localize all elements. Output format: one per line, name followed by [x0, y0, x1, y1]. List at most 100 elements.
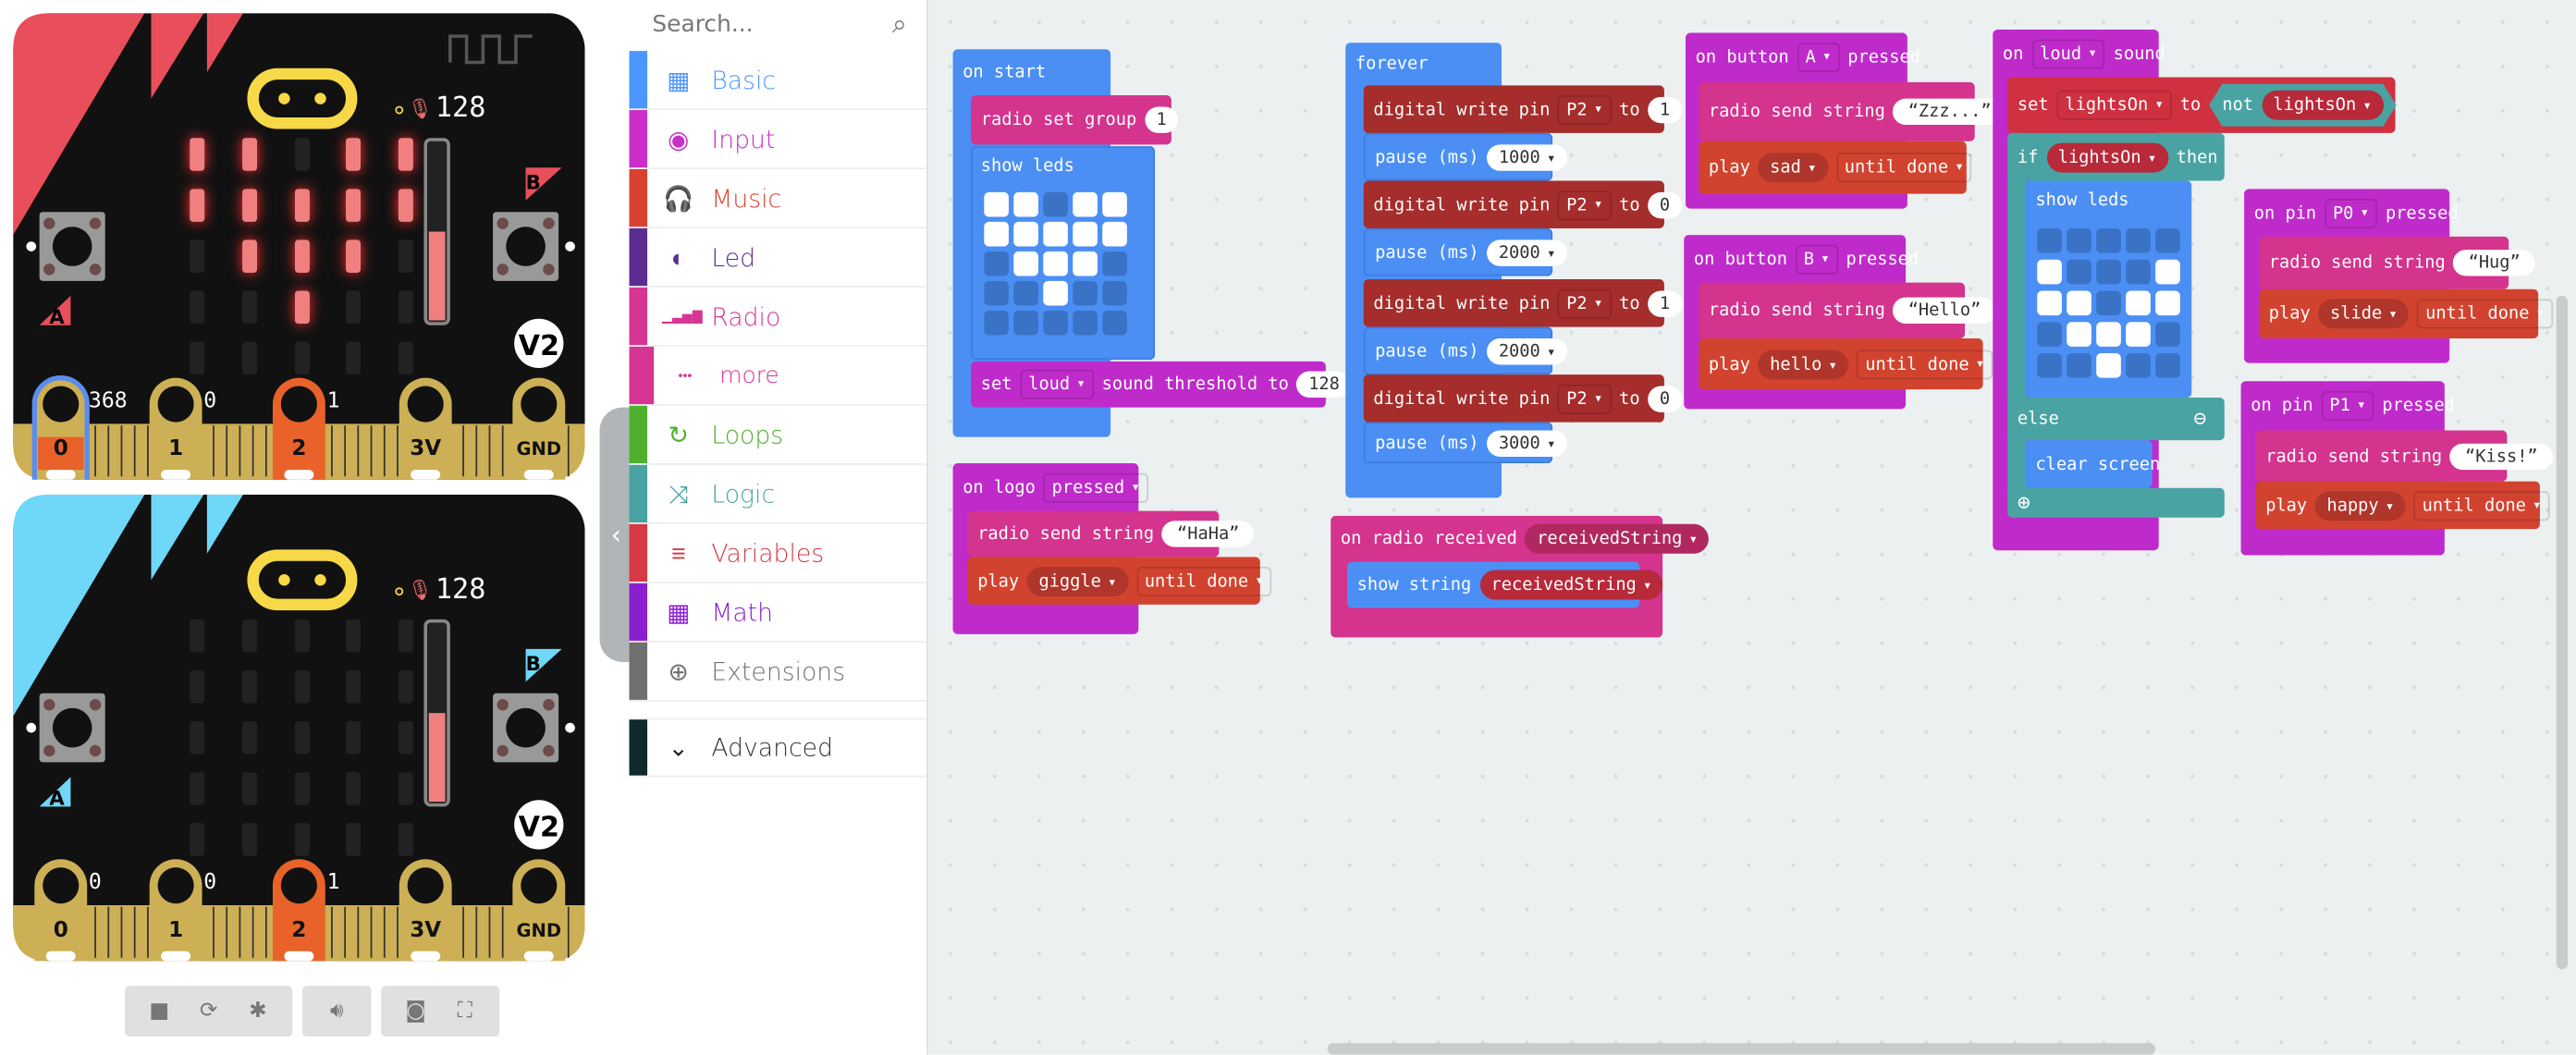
play-sound-block[interactable]: playhellountil done — [1699, 338, 1993, 390]
logo-touch[interactable] — [247, 67, 358, 129]
led-toggle[interactable] — [2155, 353, 2180, 378]
horizontal-scrollbar[interactable] — [1327, 1043, 2156, 1055]
pin-1[interactable]: 1 — [149, 859, 202, 962]
category-advanced[interactable]: ⌄ Advanced — [629, 718, 927, 778]
pause-dropdown[interactable]: 2000 — [1487, 239, 1567, 265]
pin-0[interactable]: 0 — [31, 375, 90, 480]
string-input[interactable]: “Hello” — [1893, 297, 1996, 325]
led-toggle[interactable] — [2067, 322, 2091, 347]
restart-icon[interactable]: ⟳ — [199, 999, 218, 1024]
led-toggle[interactable] — [2037, 353, 2062, 378]
led-toggle[interactable] — [984, 280, 1009, 306]
pause-block[interactable]: pause (ms)2000 — [1363, 227, 1567, 276]
digital-write-pin-block[interactable]: digital write pinP2to1 — [1363, 85, 1682, 133]
sound-dropdown[interactable]: sad — [1758, 153, 1829, 183]
pin-3v[interactable]: 3V — [399, 859, 452, 962]
led-toggle[interactable] — [1043, 310, 1068, 336]
led-toggle[interactable] — [1043, 221, 1068, 247]
logo-event-dropdown[interactable]: pressed — [1043, 472, 1148, 502]
led-toggle[interactable] — [2126, 259, 2151, 285]
category-math[interactable]: ▦Math — [629, 583, 927, 643]
led-toggle[interactable] — [1043, 280, 1068, 306]
led-toggle[interactable] — [1043, 191, 1068, 217]
radio-send-string-block[interactable]: radio send string“Hug” — [2259, 236, 2535, 289]
variable-dropdown[interactable]: lightsOn — [2262, 91, 2383, 120]
led-toggle[interactable] — [2096, 353, 2121, 378]
category-variables[interactable]: ≡Variables — [629, 523, 927, 583]
sound-event-dropdown[interactable]: loud — [2031, 38, 2105, 68]
fullscreen-icon[interactable]: ⛶ — [457, 999, 472, 1024]
threshold-input[interactable]: 128 — [1296, 371, 1352, 398]
led-toggle[interactable] — [984, 191, 1009, 217]
button-b[interactable] — [493, 212, 559, 281]
pause-block[interactable]: pause (ms)3000 — [1363, 422, 1567, 464]
category-extensions[interactable]: ⊕Extensions — [629, 642, 927, 702]
led-toggle[interactable] — [1102, 280, 1127, 306]
digital-write-pin-block[interactable]: digital write pinP2to1 — [1363, 279, 1682, 327]
led-toggle[interactable] — [2037, 227, 2062, 253]
pin-dropdown[interactable]: P2 — [1558, 94, 1612, 125]
led-toggle[interactable] — [2155, 259, 2180, 285]
pin-2[interactable]: 2 — [272, 859, 325, 962]
led-toggle[interactable] — [1073, 251, 1098, 276]
string-input[interactable]: “HaHa” — [1162, 521, 1255, 547]
pin-0[interactable]: 0 — [34, 859, 88, 962]
led-toggle[interactable] — [1013, 221, 1038, 247]
led-toggle[interactable] — [2126, 353, 2151, 378]
value-input[interactable]: 1 — [1648, 289, 1682, 317]
pin-dropdown[interactable]: P1 — [2321, 390, 2374, 421]
led-toggle[interactable] — [2096, 259, 2121, 285]
led-toggle[interactable] — [2096, 290, 2121, 316]
button-dropdown[interactable]: A — [1797, 43, 1840, 73]
sound-dropdown[interactable]: giggle — [1027, 566, 1129, 596]
led-toggle[interactable] — [984, 221, 1009, 247]
pin-dropdown[interactable]: P2 — [1558, 190, 1612, 220]
pin-dropdown[interactable]: P0 — [2325, 198, 2378, 228]
led-toggle[interactable] — [1102, 251, 1127, 276]
led-toggle[interactable] — [2067, 259, 2091, 285]
pin-gnd[interactable]: GND — [512, 377, 566, 480]
led-toggle[interactable] — [2096, 322, 2121, 347]
led-toggle[interactable] — [2037, 290, 2062, 316]
pin-dropdown[interactable]: P2 — [1558, 383, 1612, 413]
set-variable-block[interactable]: setlightsOntonotlightsOn — [2007, 77, 2396, 133]
search-input[interactable]: Search... ⌕ — [630, 0, 927, 49]
mode-dropdown[interactable]: until done — [1835, 153, 1972, 183]
led-toggle[interactable] — [1102, 221, 1127, 247]
vertical-scrollbar[interactable] — [2556, 295, 2569, 970]
led-toggle[interactable] — [1013, 251, 1038, 276]
group-input[interactable]: 1 — [1145, 106, 1179, 133]
led-toggle[interactable] — [2096, 227, 2121, 253]
button-b[interactable] — [493, 693, 559, 763]
category-logic[interactable]: ⤨Logic — [629, 464, 927, 524]
led-toggle[interactable] — [2155, 322, 2180, 347]
pause-dropdown[interactable]: 3000 — [1487, 429, 1567, 457]
category-more[interactable]: •••more — [629, 346, 927, 406]
category-led[interactable]: ◐Led — [629, 227, 927, 288]
led-toggle[interactable] — [2126, 290, 2151, 316]
loudness-dropdown[interactable]: loud — [1020, 369, 1094, 399]
screenshot-icon[interactable]: ◙ — [405, 999, 426, 1024]
led-toggle[interactable] — [1043, 251, 1068, 276]
led-toggle[interactable] — [1013, 280, 1038, 306]
led-toggle[interactable] — [1102, 310, 1127, 336]
led-toggle[interactable] — [1073, 221, 1098, 247]
play-sound-block[interactable]: playsaduntil done — [1699, 141, 1972, 194]
mode-dropdown[interactable]: until done — [2413, 490, 2550, 521]
category-radio[interactable]: ▁▃▅▇Radio — [629, 287, 927, 347]
radio-send-string-block[interactable]: radio send string“Zzz...” — [1699, 81, 2006, 141]
pause-dropdown[interactable]: 2000 — [1487, 337, 1567, 364]
radio-send-string-block[interactable]: radio send string“Kiss!” — [2255, 430, 2553, 482]
digital-write-pin-block[interactable]: digital write pinP2to0 — [1363, 374, 1682, 423]
sound-icon[interactable]: 🔊︎ — [329, 999, 344, 1024]
led-toggle[interactable] — [1013, 191, 1038, 217]
button-a[interactable] — [39, 693, 105, 763]
led-toggle[interactable] — [2155, 227, 2180, 253]
category-input[interactable]: ◉Input — [629, 110, 927, 170]
led-toggle[interactable] — [984, 310, 1009, 336]
pin-2[interactable]: 2 — [272, 377, 325, 480]
string-input[interactable]: “Hug” — [2453, 250, 2535, 276]
